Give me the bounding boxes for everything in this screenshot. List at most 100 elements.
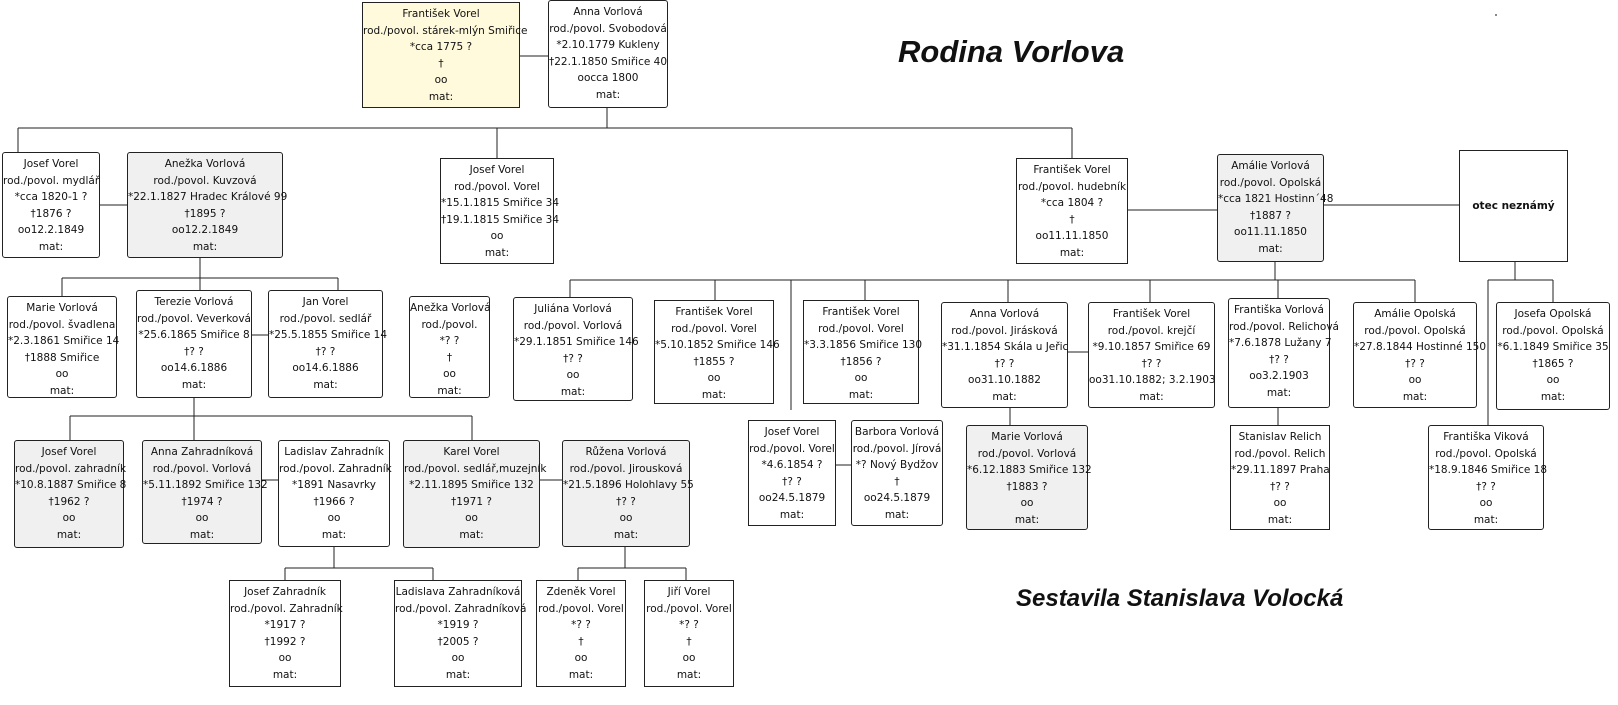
person-marriage: oo	[1020, 497, 1034, 509]
person-death: †? ?	[1269, 353, 1289, 366]
person-occupation: rod./povol. sedlář,muzejník	[404, 462, 547, 475]
person-marriage: oo	[1479, 497, 1493, 509]
person-occupation: rod./povol. Zahradník	[230, 602, 343, 615]
person-name: Zdeněk Vorel	[546, 586, 616, 598]
person-marriage: oo	[1546, 374, 1560, 386]
person-josef-zahradnik-1917: Josef Zahradník rod./povol. Zahradník *1…	[229, 580, 343, 687]
person-name: Anna Zahradníková	[150, 446, 254, 458]
person-name: Jiří Vorel	[667, 586, 711, 598]
person-name: Barbora Vorlová	[854, 426, 940, 438]
person-marriage: oo	[490, 230, 504, 242]
person-occupation: rod./povol. Vorel	[749, 442, 835, 455]
person-marriage: oo11.11.1850	[1234, 226, 1307, 238]
person-birth: *1891 Nasavrky	[292, 479, 376, 491]
person-anna-jiraskova: Anna Vorlová rod./povol. Jirásková *31.1…	[941, 302, 1068, 408]
person-marriage: oo12.2.1849	[171, 224, 239, 236]
diagram-title: Rodina Vorlova	[898, 34, 1125, 69]
person-name: František Vorel	[1033, 164, 1111, 176]
person-birth: *1919 ?	[437, 619, 479, 631]
person-marriage: oo	[195, 512, 209, 524]
person-mat: mat:	[1402, 390, 1428, 403]
person-occupation: rod./povol. zahradník	[15, 462, 127, 475]
person-marriage: oo	[62, 512, 76, 524]
person-death: †	[686, 635, 692, 648]
person-name: Josef Vorel	[23, 158, 79, 170]
person-marriage: oo14.6.1886	[292, 362, 359, 374]
person-birth: *cca 1775 ?	[409, 41, 473, 53]
person-anezka-kuvzova: Anežka Vorlová rod./povol. Kuvzová *22.1…	[127, 152, 288, 258]
person-birth: *5.10.1852 Smiřice 146	[655, 339, 780, 351]
person-occupation: rod./povol. Opolská	[1502, 324, 1604, 337]
person-marriage: oo	[682, 652, 696, 664]
person-name: Anežka Vorlová	[410, 302, 491, 314]
person-death: †22.1.1850 Smiřice 40	[549, 55, 668, 68]
person-mat: mat:	[484, 246, 510, 259]
person-birth: *25.6.1865 Smiřice 8	[138, 329, 250, 341]
person-name: Ladislav Zahradník	[284, 446, 384, 458]
person-name: Stanislav Relich	[1238, 431, 1322, 443]
person-birth: *18.9.1846 Smiřice 18	[1429, 464, 1548, 476]
person-death: †? ?	[563, 352, 583, 365]
stray-dot	[1495, 14, 1497, 16]
person-marriage: oo	[574, 652, 588, 664]
person-ruzena: Růžena Vorlová rod./povol. Jirousková *2…	[562, 440, 694, 547]
person-death: †? ?	[1476, 480, 1496, 493]
person-occupation: rod./povol. Jírová	[852, 442, 942, 455]
person-death: †1865 ?	[1532, 357, 1574, 370]
person-death: †	[894, 475, 900, 488]
person-occupation: rod./povol. Opolská	[1219, 176, 1322, 189]
person-mat: mat:	[1266, 386, 1292, 399]
person-death: †1992 ?	[264, 635, 306, 648]
person-occupation: rod./povol. krejčí	[1107, 324, 1196, 337]
person-name: Terezie Vorlová	[154, 296, 234, 308]
person-occupation: rod./povol. Svobodová	[549, 22, 667, 35]
person-death: †? ?	[1405, 357, 1425, 370]
person-name: Amálie Opolská	[1374, 308, 1456, 320]
person-mat: mat:	[595, 88, 621, 101]
person-death: †1856 ?	[840, 355, 882, 368]
person-name: František Vorel	[402, 8, 480, 20]
person-occupation: rod./povol. Vorel	[538, 602, 624, 615]
person-mat: mat:	[884, 508, 910, 521]
person-mat: mat:	[1258, 242, 1283, 255]
person-birth: *? ?	[439, 335, 460, 347]
person-birth: *29.1.1851 Smiřice 146	[514, 336, 639, 348]
person-terezie: Terezie Vorlová rod./povol. Veverková *2…	[136, 290, 252, 398]
person-death: †1895 ?	[184, 207, 226, 220]
person-birth: *22.1.1827 Hradec Králové 99	[128, 191, 288, 203]
person-marriage: oo	[443, 368, 456, 380]
person-mat: mat:	[779, 508, 805, 521]
person-death: †	[578, 635, 584, 648]
person-name: Karel Vorel	[443, 446, 500, 458]
person-marriage: oo	[451, 652, 465, 664]
person-frantisek-hudebnik: František Vorel rod./povol. hudebník *cc…	[1016, 158, 1128, 264]
person-birth: *10.8.1887 Smiřice 8	[15, 479, 127, 491]
person-name: Františka Vorlová	[1234, 304, 1324, 316]
person-marriage: oo	[854, 372, 868, 384]
person-mat: mat:	[676, 668, 702, 681]
person-josef-mydlar: Josef Vorel rod./povol. mydlář *cca 1820…	[2, 152, 100, 258]
person-birth: *3.3.1856 Smiřice 130	[804, 339, 923, 351]
person-death: †	[438, 57, 444, 70]
person-mat: mat:	[181, 378, 207, 391]
person-name: Marie Vorlová	[991, 431, 1063, 443]
person-marriage: oo24.5.1879	[758, 492, 826, 504]
person-mat: mat:	[1267, 513, 1293, 526]
person-birth: *? Nový Bydžov	[855, 459, 939, 471]
person-birth: *9.10.1857 Smiřice 69	[1092, 341, 1211, 353]
person-name: Marie Vorlová	[26, 302, 98, 314]
person-occupation: rod./povol. mydlář	[3, 174, 100, 187]
person-mat: mat:	[1059, 246, 1085, 259]
person-death: †? ?	[315, 345, 336, 358]
person-birth: *2.10.1779 Kukleny	[556, 39, 660, 51]
person-mat: mat:	[428, 90, 454, 103]
person-death: †1876 ?	[30, 207, 72, 220]
person-birth: *cca 1804 ?	[1040, 197, 1104, 209]
person-name: František Vorel	[822, 306, 900, 318]
person-name: Jan Vorel	[302, 296, 349, 308]
person-mat: mat:	[992, 390, 1017, 403]
person-marriage: oo31.10.1882; 3.2.1903	[1089, 374, 1216, 386]
person-death: †? ?	[184, 345, 204, 358]
person-birth: *31.1.1854 Skála u Jeřic	[942, 341, 1069, 353]
person-name: František Vorel	[1112, 308, 1191, 320]
